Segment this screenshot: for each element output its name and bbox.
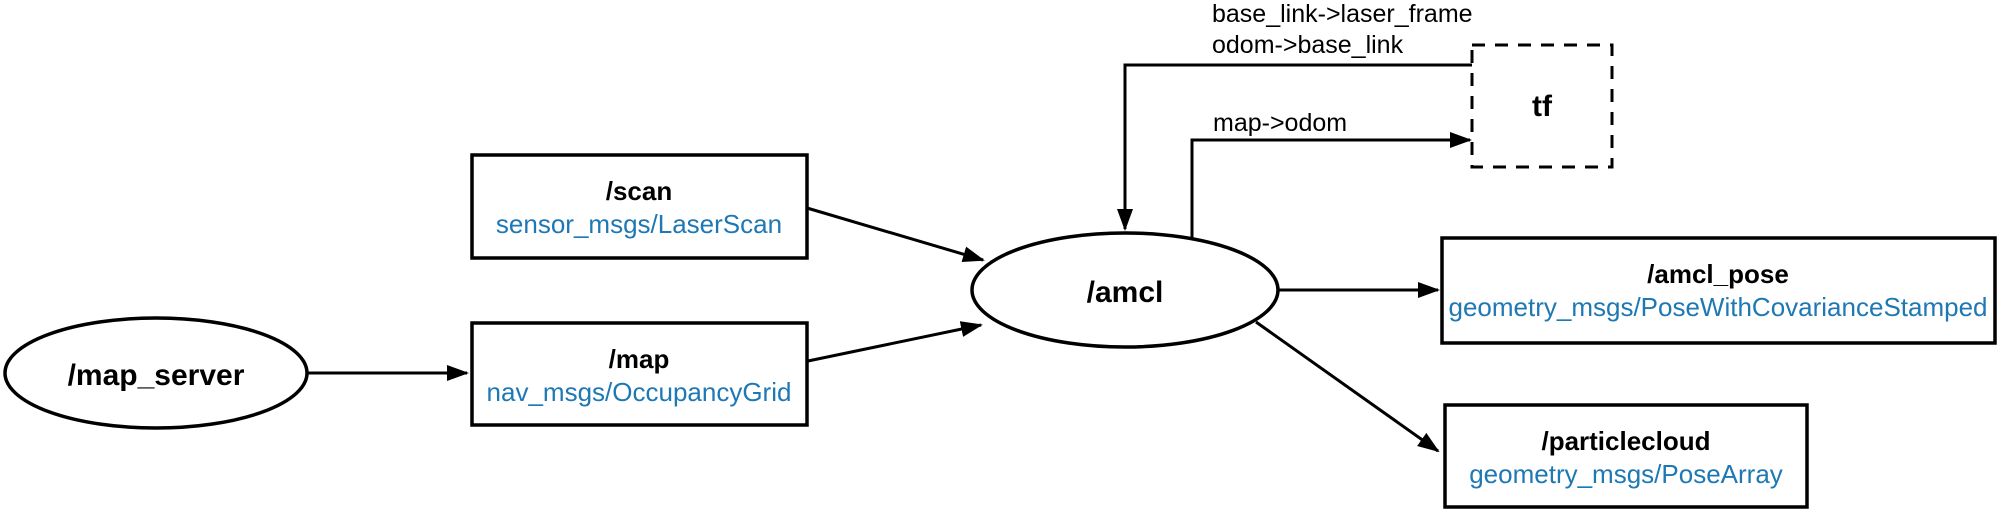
edge-amcl-to-tf xyxy=(1190,132,1472,242)
edge-scan-to-amcl xyxy=(806,206,985,263)
edge-label-odom-base-link: odom->base_link xyxy=(1212,31,1404,59)
topic-scan-type: sensor_msgs/LaserScan xyxy=(496,209,782,239)
topic-map-name: /map xyxy=(609,344,670,374)
edge-tf-to-amcl xyxy=(1117,63,1472,231)
edge-map-to-amcl xyxy=(807,321,983,363)
node-tf-label: tf xyxy=(1532,90,1553,123)
topic-particlecloud-type: geometry_msgs/PoseArray xyxy=(1469,459,1783,489)
node-amcl-label: /amcl xyxy=(1087,276,1164,309)
topic-box-map xyxy=(470,321,809,427)
topic-particlecloud-name: /particlecloud xyxy=(1541,426,1710,456)
topic-box-particlecloud xyxy=(1443,403,1809,509)
topic-box-scan xyxy=(470,153,809,260)
node-map-server-label: /map_server xyxy=(68,359,245,392)
topic-map-type: nav_msgs/OccupancyGrid xyxy=(487,377,792,407)
topic-box-amcl-pose xyxy=(1440,236,1997,345)
topic-scan-name: /scan xyxy=(606,176,673,206)
edge-amcl-to-particlecloud xyxy=(1255,320,1440,453)
edge-label-map-odom: map->odom xyxy=(1213,109,1347,137)
node-tf-box xyxy=(1470,43,1614,169)
node-amcl xyxy=(970,231,1280,349)
node-map-server xyxy=(3,316,309,430)
topic-amcl-pose-name: /amcl_pose xyxy=(1647,259,1789,289)
edge-label-base-link-laser-frame: base_link->laser_frame xyxy=(1212,0,1473,28)
topic-amcl-pose-type: geometry_msgs/PoseWithCovarianceStamped xyxy=(1448,292,1987,322)
